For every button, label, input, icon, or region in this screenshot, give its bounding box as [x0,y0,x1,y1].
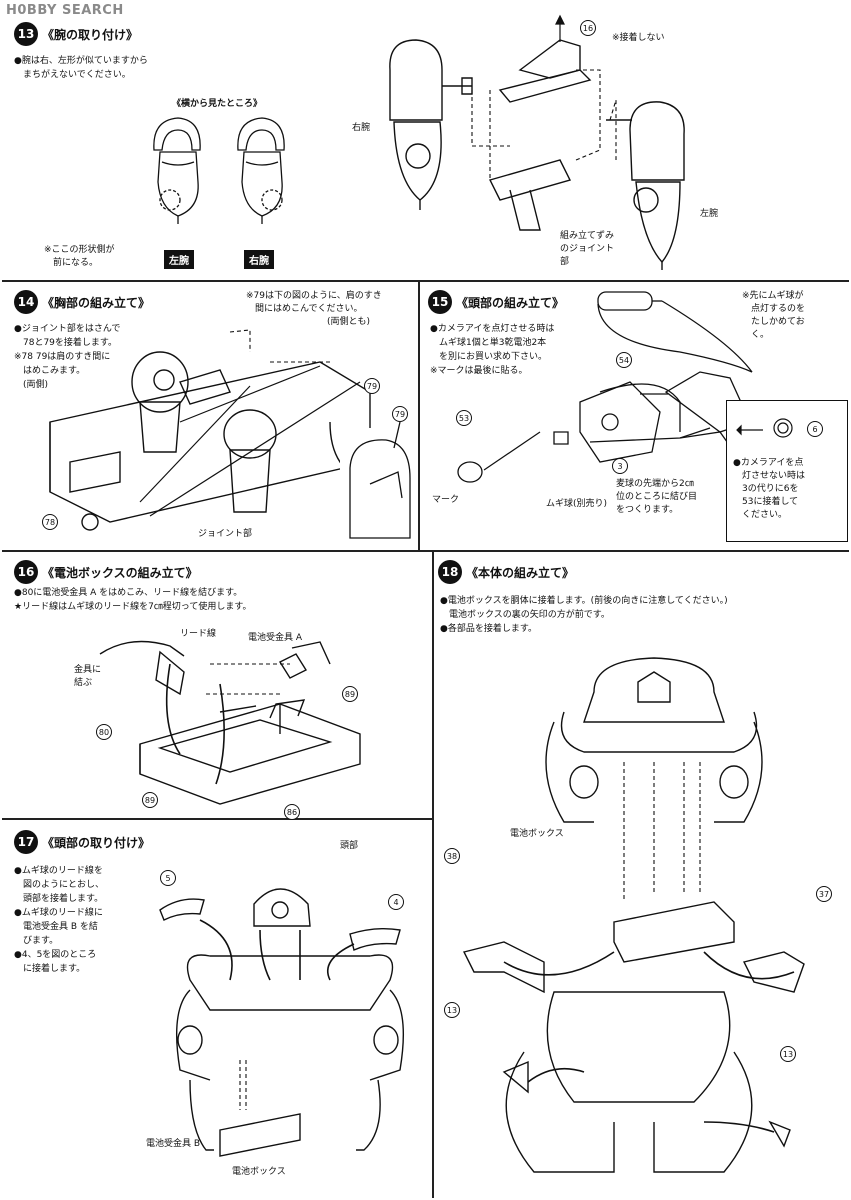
step-title: 《頭部の取り付け》 [42,835,151,850]
step-18-header: 18 《本体の組み立て》 [438,560,574,584]
step-18-note: ●電池ボックスを胴体に接着します。(前後の向きに注意してください。) 電池ボック… [440,596,728,634]
part-4-callout: 4 [388,894,404,910]
bulb-label: ムギ球(別売り) [546,499,608,509]
joint-assembled-note: 組み立てずみ のジョイント 部 [560,231,615,267]
part-79-callout-b: 79 [392,406,408,422]
battery-box-label: 電池ボックス [510,829,564,839]
step-15-header: 15 《頭部の組み立て》 [428,290,564,314]
step-title: 《電池ボックスの組み立て》 [42,565,198,580]
part-54-callout: 54 [616,352,632,368]
step-14-header: 14 《胸部の組み立て》 [14,290,150,314]
step-17-header: 17 《頭部の取り付け》 [14,830,150,854]
tie-to-fitting-label: 金具に 結ぶ [74,665,102,688]
step-13-header: 13 《腕の取り付け》 [14,22,138,46]
step-17-panel: 17 《頭部の取り付け》 ●ムギ球のリード線を 図のようにとおし、 頭部を接着し… [0,820,432,1200]
part-16-callout: 16 [580,20,596,36]
step-16-header: 16 《電池ボックスの組み立て》 [14,560,198,584]
arm-attachment-illustration [380,30,700,270]
chest-assembly-illustration [30,322,420,542]
no-glue-note: ※接着しない [612,33,665,43]
part-13a-callout: 13 [444,1002,460,1018]
inset-note: ●カメラアイを点 灯させない時は 3の代りに6を 53に接着して ください。 [733,458,806,520]
side-view-arms-illustration [140,112,300,237]
step-14-panel: 14 《胸部の組み立て》 ●ジョイント部をはさんで 78と79を接着します。 ※… [0,282,418,550]
step-13-note: ●腕は右、左形が似ていますから まちがえないでください。 [14,56,148,80]
part-89b-callout: 89 [142,792,158,808]
part-5-callout: 5 [160,870,176,886]
part-86-callout: 86 [284,804,300,820]
step-15-note: ●カメラアイを点灯させる時は ムギ球1個と単3乾電池2本 を別にお買い求め下さい… [430,324,555,376]
step-number: 14 [14,290,38,314]
step-18-panel: 18 《本体の組み立て》 ●電池ボックスを胴体に接着します。(前後の向きに注意し… [434,552,851,1200]
mark-label: マーク [432,495,460,505]
step-title: 《胸部の組み立て》 [42,295,151,310]
receiver-b-label: 電池受金具 B [146,1139,201,1149]
divider-col-top [418,282,420,550]
battery-box-label: 電池ボックス [232,1167,286,1177]
test-bulb-note: ※先にムギ球が 点灯するのを たしかめてお く。 [742,291,806,340]
side-view-caption: 《横から見たところ》 [172,99,263,109]
watermark: H0BBY SEARCH [6,3,124,18]
step-14-note: ●ジョイント部をはさんで 78と79を接着します。 ※78 79は肩のすき間に … [14,324,121,390]
step-number: 18 [438,560,462,584]
joint-label: ジョイント部 [198,529,253,539]
divider-row1 [2,280,849,282]
part-38-callout: 38 [444,848,460,864]
tie-knot-note: 麦球の先端から2㎝ 位のところに結び目 をつくります。 [616,479,698,515]
head-attachment-illustration [150,860,420,1190]
part-53-callout: 53 [456,410,472,426]
step-13-panel: 13 《腕の取り付け》 ●腕は右、左形が似ていますから まちがえないでください。… [0,0,851,280]
shoulder-detail-view [340,428,416,548]
step-title: 《頭部の組み立て》 [456,295,565,310]
divider-row2 [2,550,849,552]
part-3-callout: 3 [612,458,628,474]
step-17-note: ●ムギ球のリード線を 図のようにとおし、 頭部を接着します。 ●ムギ球のリード線… [14,866,105,974]
step-15-panel: 15 《頭部の組み立て》 ●カメラアイを点灯させる時は ムギ球1個と単3乾電池2… [420,282,851,550]
left-arm-label: 左腕 [700,209,719,219]
body-assembly-illustration [444,652,844,1192]
right-arm-badge: 右腕 [244,250,274,269]
battery-box-illustration [60,624,420,814]
part-37-callout: 37 [816,886,832,902]
step-16-note: ●80に電池受金具 A をはめこみ、リード線を結びます。 ★リード線はムギ球のリ… [14,588,252,612]
step-number: 17 [14,830,38,854]
part-78-callout: 78 [42,514,58,530]
step-title: 《腕の取り付け》 [42,27,139,42]
part-13b-callout: 13 [780,1046,796,1062]
right-arm-label: 右腕 [352,123,371,133]
part-79-callout-a: 79 [364,378,380,394]
divider-col-bottom [432,552,434,1198]
left-arm-badge: 左腕 [164,250,194,269]
step-number: 15 [428,290,452,314]
step-16-panel: 16 《電池ボックスの組み立て》 ●80に電池受金具 A をはめこみ、リード線を… [0,552,432,820]
step-title: 《本体の組み立て》 [466,565,575,580]
divider-row3 [2,818,432,820]
step-number: 13 [14,22,38,46]
head-assembly-illustration [430,282,850,542]
receiver-a-label: 電池受金具 A [248,633,303,643]
part-89a-callout: 89 [342,686,358,702]
step-14-top-note: ※79は下の図のように、肩のすき 間にはめこんでください。 (両側とも) [246,291,382,327]
head-label: 頭部 [340,841,359,851]
no-light-inset: 6 ●カメラアイを点 灯させない時は 3の代りに6を 53に接着して ください。 [726,400,848,542]
part-80-callout: 80 [96,724,112,740]
step-number: 16 [14,560,38,584]
part-6-callout: 6 [807,421,823,437]
lead-wire-label: リード線 [180,629,217,639]
shape-note: ※ここの形状側が 前になる。 [44,245,115,268]
